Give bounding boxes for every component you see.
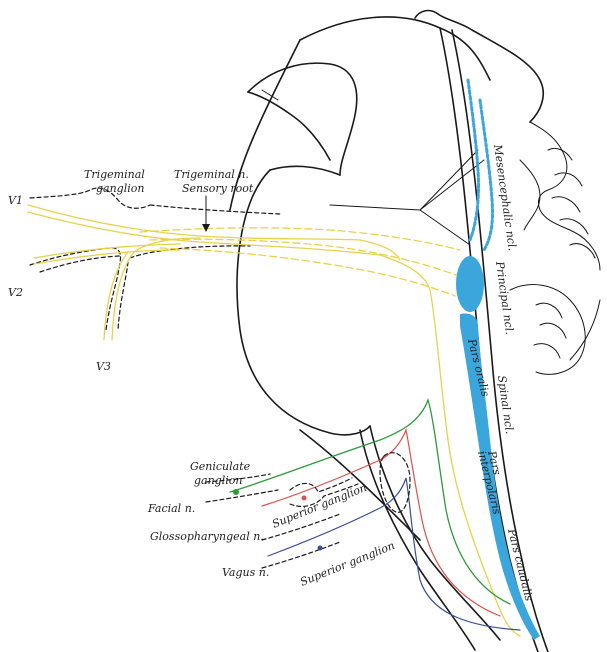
label-geniculate-1: Geniculate	[190, 460, 251, 473]
label-geniculate-2: ganglion	[194, 474, 242, 487]
labels: V1 V2 V3 Trigeminal ganglion Trigeminal …	[8, 143, 536, 603]
label-trigeminal-ganglion-2: ganglion	[96, 182, 144, 195]
label-v1: V1	[8, 194, 23, 207]
label-mesencephalic: Mesencephalic ncl.	[491, 143, 519, 252]
label-v2: V2	[8, 286, 23, 299]
label-sensory-root-2: Sensory root	[182, 182, 254, 195]
label-superior-ganglion-1: Superior ganglion	[270, 481, 368, 531]
label-v3: V3	[96, 360, 111, 373]
label-principal: Principal ncl.	[493, 260, 516, 336]
trigeminal-fibers	[28, 205, 520, 636]
label-trigeminal-ganglion-1: Trigeminal	[84, 168, 145, 181]
cerebellum-folia	[510, 122, 600, 374]
glossopharyngeal-nerve	[262, 430, 500, 616]
label-facial: Facial n.	[147, 502, 195, 515]
label-superior-ganglion-2: Superior ganglion	[298, 539, 396, 589]
label-sensory-root-1: Trigeminal n.	[174, 168, 249, 181]
label-glossopharyngeal: Glossopharyngeal n.	[150, 530, 264, 543]
label-vagus: Vagus n.	[222, 566, 269, 579]
